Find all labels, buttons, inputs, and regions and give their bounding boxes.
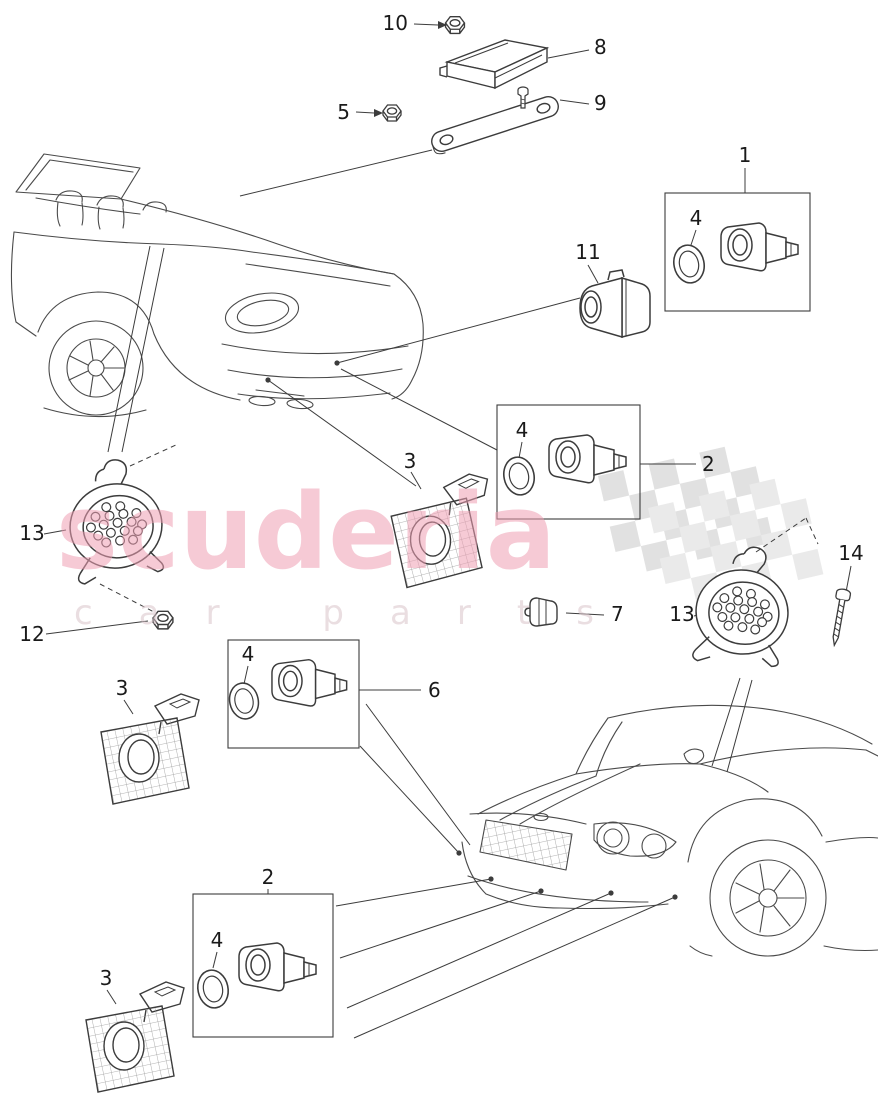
callout-label-4a: 4	[690, 206, 703, 230]
car-convertible-rear	[10, 153, 424, 418]
callout-label-2b: 2	[262, 865, 275, 889]
brand-watermark: scuderia car parts	[56, 471, 594, 633]
callout-label-12: 12	[19, 622, 44, 646]
callout-label-6: 6	[428, 678, 441, 702]
part-6-parking-sensor	[271, 658, 348, 707]
construction-dashed-lines	[99, 443, 819, 613]
callout-label-10: 10	[383, 11, 408, 35]
part-9-stud	[517, 86, 529, 109]
callout-label-9: 9	[594, 91, 607, 115]
leader-lines	[43, 23, 852, 1039]
kit-box-part-1	[664, 192, 811, 312]
part-4-oring-kit2-lower	[193, 966, 233, 1012]
part-9-bracket	[431, 95, 559, 155]
kit-box-part-6	[227, 639, 360, 749]
part-4-oring-kit6	[225, 679, 263, 723]
callout-label-3b: 3	[116, 676, 129, 700]
callout-label-1: 1	[739, 143, 752, 167]
callout-label-13b: 13	[669, 602, 694, 626]
callout-label-4b: 4	[516, 418, 529, 442]
callout-label-3a: 3	[404, 449, 417, 473]
callout-labels: 10 8 5 9 1 4 11 4 2 13 3 12 7 13 14 4 6 …	[19, 11, 863, 990]
callout-label-8: 8	[594, 35, 607, 59]
part-3-grille-lower	[85, 981, 185, 1093]
part-3-grille-middle	[100, 693, 200, 805]
part-1-parking-sensor	[720, 222, 799, 272]
checkered-flag-watermark	[598, 446, 824, 604]
part-kit-boxes	[192, 192, 811, 1038]
part-14-screw	[826, 587, 852, 648]
part-13-warning-buzzer-right	[689, 541, 796, 671]
callout-label-11: 11	[575, 240, 600, 264]
callout-label-2a: 2	[702, 452, 715, 476]
car-coupe-front	[461, 704, 878, 957]
arrowhead-icon	[438, 21, 447, 29]
kit-box-part-2-upper	[496, 404, 641, 520]
callout-label-13a: 13	[19, 521, 44, 545]
callout-label-4c: 4	[242, 642, 255, 666]
part-5-nut	[382, 104, 402, 122]
sensor-location-dots	[265, 21, 678, 900]
kit-box-part-2-lower	[192, 893, 334, 1038]
callout-label-3c: 3	[100, 966, 113, 990]
part-10-nut	[444, 15, 466, 35]
callout-label-14: 14	[838, 541, 863, 565]
part-2-parking-sensor-lower	[238, 942, 317, 992]
arrowhead-icon	[374, 109, 383, 117]
part-4-oring-kit1	[669, 241, 709, 287]
callout-label-5: 5	[337, 100, 350, 124]
watermark-brand-text: scuderia	[56, 471, 556, 593]
part-11-sensor-holder	[579, 269, 651, 338]
part-8-control-module	[439, 39, 550, 90]
callout-label-7: 7	[611, 602, 624, 626]
watermark-tagline-text: car parts	[74, 593, 594, 633]
callout-label-4d: 4	[211, 928, 224, 952]
